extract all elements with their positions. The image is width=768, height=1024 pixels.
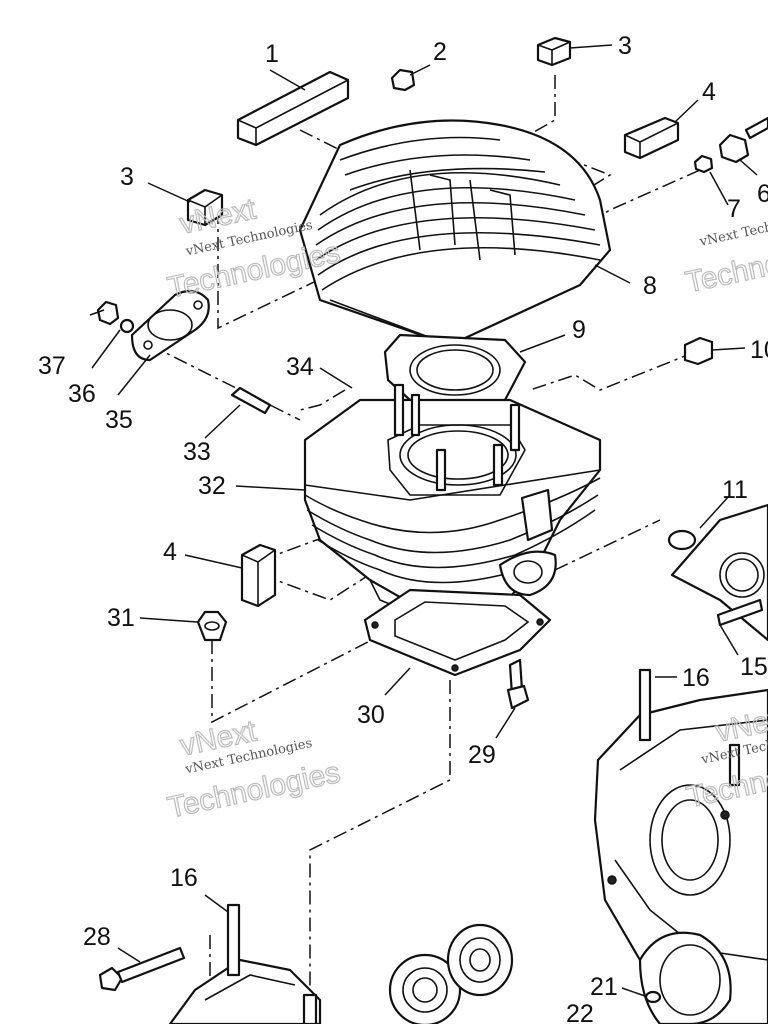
rubber-block-1: [236, 70, 350, 147]
callout-3-left: 3: [120, 163, 134, 191]
flange-gasket-35: [130, 289, 210, 362]
watermark: vNext Technologies Technologies: [682, 208, 768, 300]
crankcase-left: [98, 903, 322, 1024]
washer-36-nut-37: [96, 300, 135, 334]
callout-10: 10: [750, 336, 768, 364]
callout-7: 7: [727, 195, 741, 223]
rubber-block-4-left: [240, 543, 277, 608]
watermark: vNext vNext Technologies Technologies: [164, 714, 343, 825]
crankcase-right: [593, 668, 768, 1024]
callout-37: 37: [38, 352, 66, 380]
callout-3-top: 3: [618, 32, 632, 60]
callout-35: 35: [105, 406, 133, 434]
nut-2: [390, 68, 416, 92]
intake-manifold: [667, 503, 768, 642]
watermark: vNext vNext Technologies Technologies: [164, 192, 343, 305]
callout-29: 29: [468, 741, 496, 769]
cylinder-studs: [393, 383, 521, 492]
callout-36: 36: [68, 380, 96, 408]
head-gasket: [383, 333, 527, 407]
callout-31: 31: [107, 604, 135, 632]
stud-33: [230, 386, 272, 415]
callout-32: 32: [198, 472, 226, 500]
cylinder-head: [298, 119, 612, 347]
bearing-left: [388, 953, 462, 1024]
block-10: [683, 336, 714, 366]
callout-1: 1: [265, 40, 279, 68]
callout-15: 15: [740, 653, 768, 681]
seal-ring: [638, 931, 732, 1024]
nut-6: [718, 116, 768, 164]
callout-2: 2: [433, 38, 447, 66]
callout-21: 21: [590, 973, 618, 1001]
cylinder: [303, 383, 602, 626]
callout-labels: 1 2 3 4 3 6 7 8 9 10 34 37 36 35 33 32 1…: [38, 32, 768, 1024]
bearing-right: [446, 923, 514, 997]
callout-8: 8: [643, 272, 657, 300]
callout-9: 9: [572, 316, 586, 344]
callout-30: 30: [357, 701, 385, 729]
callout-33: 33: [183, 438, 211, 466]
rubber-block-4-top: [623, 116, 680, 160]
washer-21: [644, 990, 662, 1004]
callout-16-left: 16: [170, 864, 198, 892]
washer-7: [693, 154, 714, 174]
callout-11: 11: [722, 476, 748, 504]
rubber-block-3-left: [186, 188, 224, 227]
sensor-29: [506, 658, 530, 710]
callout-34: 34: [286, 353, 314, 381]
callout-4-top: 4: [702, 78, 716, 106]
leader-lines: [89, 44, 758, 997]
callout-22: 22: [566, 1000, 594, 1024]
callout-16-right: 16: [682, 664, 710, 692]
callout-6: 6: [757, 180, 768, 208]
callout-4-left: 4: [163, 538, 177, 566]
callout-28: 28: [83, 923, 111, 951]
rubber-block-3-top: [536, 36, 572, 67]
nut-31: [196, 610, 228, 642]
base-gasket: [363, 588, 552, 677]
